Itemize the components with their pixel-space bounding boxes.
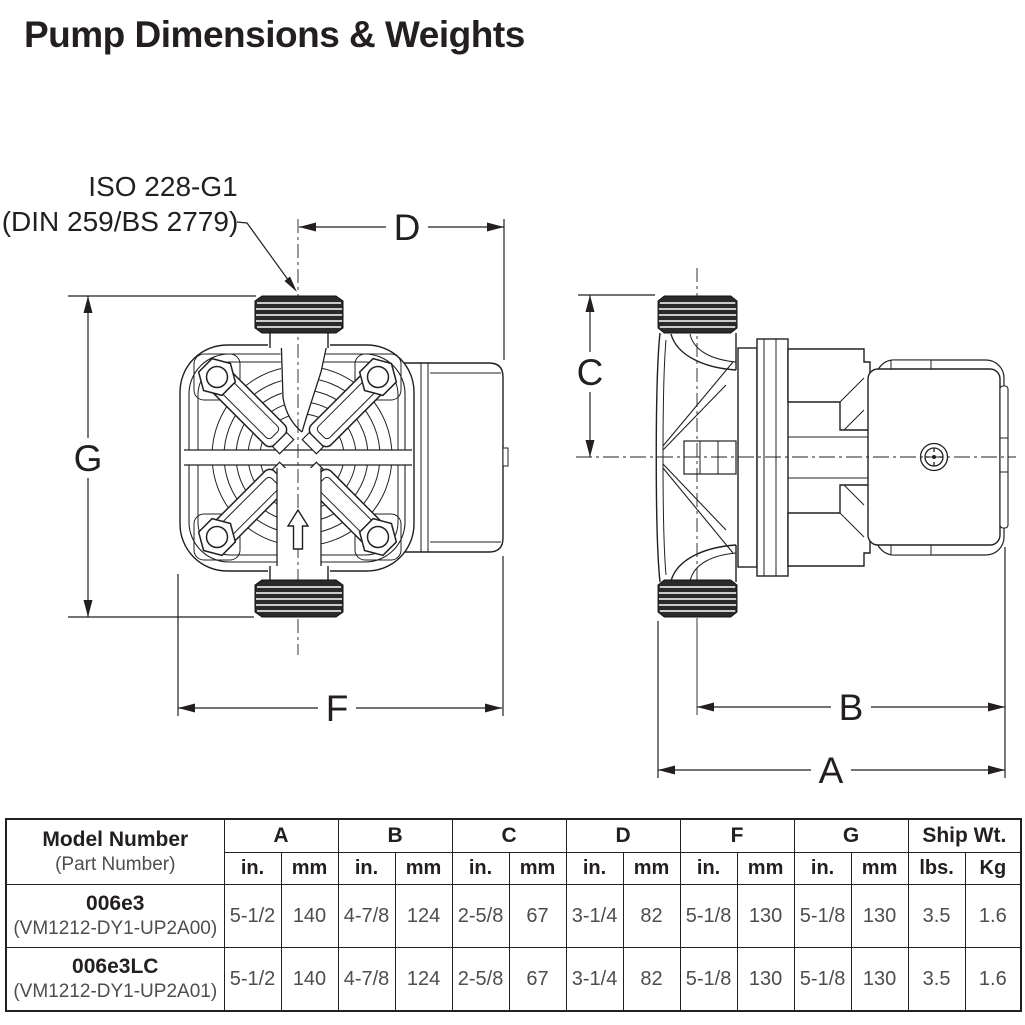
value-cell: 1.6 [964, 947, 1022, 1012]
part-header-label: (Part Number) [55, 853, 176, 875]
leader-arrowhead [284, 276, 297, 292]
value-cell: 130 [850, 947, 909, 1012]
dim-label-d: D [394, 207, 421, 248]
clamp-plates [737, 338, 789, 577]
value-cell: 3-1/4 [565, 884, 624, 948]
unit-A-mm: mm [280, 852, 339, 885]
note-line-1: ISO 228-G1 [88, 171, 237, 202]
pump-technical-drawing: ISO 228-G1 (DIN 259/BS 2779) D [2, 171, 1016, 791]
dim-label-f: F [326, 688, 349, 729]
value-cell: 5-1/8 [679, 884, 738, 948]
col-group-D: D [565, 818, 681, 853]
value-cell: 5-1/8 [793, 884, 852, 948]
front-bottom-thread [254, 579, 344, 618]
value-cell: 124 [394, 947, 453, 1012]
value-cell: 82 [622, 947, 681, 1012]
unit-B-mm: mm [394, 852, 453, 885]
value-cell: 140 [280, 884, 339, 948]
dimensions-weights-table: Model Number (Part Number) A B C D F G S… [5, 818, 1023, 1012]
flow-direction-arrow [286, 508, 310, 550]
unit-B-in: in. [337, 852, 396, 885]
dimension-D: D [299, 207, 505, 716]
col-group-C: C [451, 818, 567, 853]
dim-label-c: C [577, 352, 604, 393]
front-motor-housing [399, 362, 509, 553]
value-cell: 67 [508, 884, 567, 948]
value-cell: 3.5 [907, 884, 966, 948]
connection-note: ISO 228-G1 (DIN 259/BS 2779) [2, 171, 297, 292]
side-view-drawing [576, 268, 1016, 622]
dimension-C: C [570, 294, 655, 457]
unit-F-in: in. [679, 852, 738, 885]
col-group-ship-wt: Ship Wt. [907, 818, 1022, 853]
part-number: (VM1212-DY1-UP2A01) [13, 980, 218, 1002]
dimension-G: G [68, 295, 256, 618]
unit-G-mm: mm [850, 852, 909, 885]
value-cell: 2-5/8 [451, 884, 510, 948]
col-group-G: G [793, 818, 909, 853]
top-inlet-duct [280, 334, 330, 433]
model-cell: 006e3LC (VM1212-DY1-UP2A01) [5, 947, 225, 1012]
value-cell: 130 [736, 884, 795, 948]
model-header-label: Model Number [42, 828, 189, 852]
value-cell: 5-1/2 [223, 947, 282, 1012]
unit-D-in: in. [565, 852, 624, 885]
front-top-thread [254, 295, 344, 334]
model-name: 006e3 [86, 892, 145, 916]
mounting-bracket [787, 348, 871, 567]
col-group-A: A [223, 818, 339, 853]
value-cell: 4-7/8 [337, 947, 396, 1012]
value-cell: 130 [850, 884, 909, 948]
value-cell: 130 [736, 947, 795, 1012]
dimension-A: A [657, 621, 1005, 791]
unit-C-mm: mm [508, 852, 567, 885]
page-title: Pump Dimensions & Weights [24, 14, 525, 55]
model-number-header: Model Number (Part Number) [5, 818, 225, 885]
side-top-thread [657, 295, 738, 334]
table-row: 006e3LC (VM1212-DY1-UP2A01) 5-1/2 140 4-… [5, 947, 1022, 1012]
port-necks [268, 333, 330, 581]
dim-label-g: G [74, 438, 103, 479]
dimension-B: B [696, 547, 1006, 778]
value-cell: 4-7/8 [337, 884, 396, 948]
model-cell: 006e3 (VM1212-DY1-UP2A00) [5, 884, 225, 948]
value-cell: 1.6 [964, 884, 1022, 948]
front-view-drawing [179, 219, 509, 655]
value-cell: 5-1/8 [793, 947, 852, 1012]
unit-F-mm: mm [736, 852, 795, 885]
value-cell: 3-1/4 [565, 947, 624, 1012]
side-bottom-thread [657, 579, 738, 618]
value-cell: 124 [394, 884, 453, 948]
value-cell: 2-5/8 [451, 947, 510, 1012]
unit-lbs: lbs. [907, 852, 966, 885]
value-cell: 82 [622, 884, 681, 948]
value-cell: 5-1/2 [223, 884, 282, 948]
col-group-B: B [337, 818, 453, 853]
unit-C-in: in. [451, 852, 510, 885]
part-number: (VM1212-DY1-UP2A00) [13, 917, 218, 939]
dim-label-a: A [819, 750, 844, 791]
model-name: 006e3LC [72, 955, 159, 979]
dimension-annotations: ISO 228-G1 (DIN 259/BS 2779) D [2, 171, 1006, 791]
unit-D-mm: mm [622, 852, 681, 885]
value-cell: 5-1/8 [679, 947, 738, 1012]
unit-G-in: in. [793, 852, 852, 885]
side-motor-housing [867, 359, 1009, 556]
table-row: 006e3 (VM1212-DY1-UP2A00) 5-1/2 140 4-7/… [5, 884, 1022, 948]
unit-kg: Kg [964, 852, 1022, 885]
col-group-F: F [679, 818, 795, 853]
value-cell: 3.5 [907, 947, 966, 1012]
dimension-F: F [177, 574, 502, 729]
unit-A-in: in. [223, 852, 282, 885]
value-cell: 67 [508, 947, 567, 1012]
dim-label-b: B [839, 687, 864, 728]
note-line-2: (DIN 259/BS 2779) [2, 206, 239, 237]
value-cell: 140 [280, 947, 339, 1012]
side-volute [655, 332, 737, 583]
